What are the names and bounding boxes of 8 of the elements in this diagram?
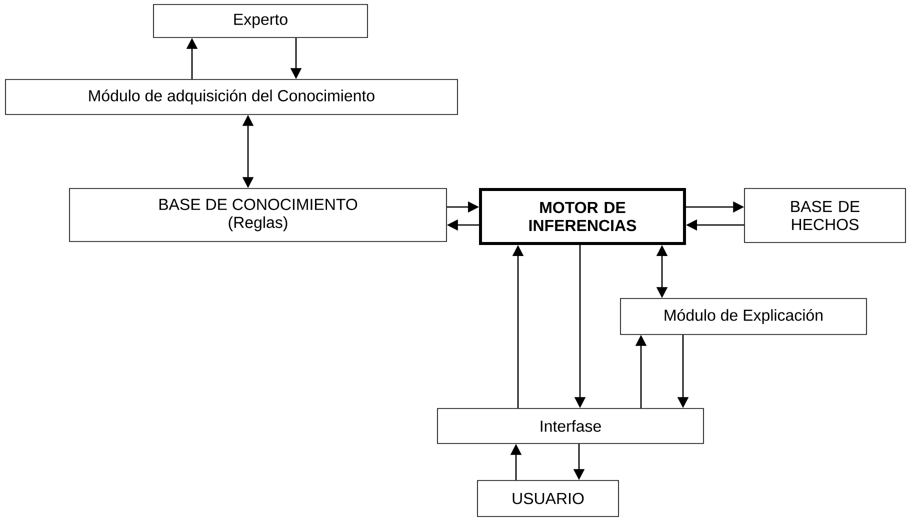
process-box: Módulo de Explicación [620,298,867,335]
process-box: USUARIO [477,480,619,517]
process-box: Módulo de adquisición del Conocimiento [5,79,458,115]
process-box: BASE DE CONOCIMIENTO (Reglas) [69,188,447,242]
process-box: BASE DE HECHOS [744,188,906,243]
process-box: MOTOR DE INFERENCIAS [479,188,686,245]
process-box: Interfase [437,408,704,444]
process-box: Experto [153,4,368,38]
